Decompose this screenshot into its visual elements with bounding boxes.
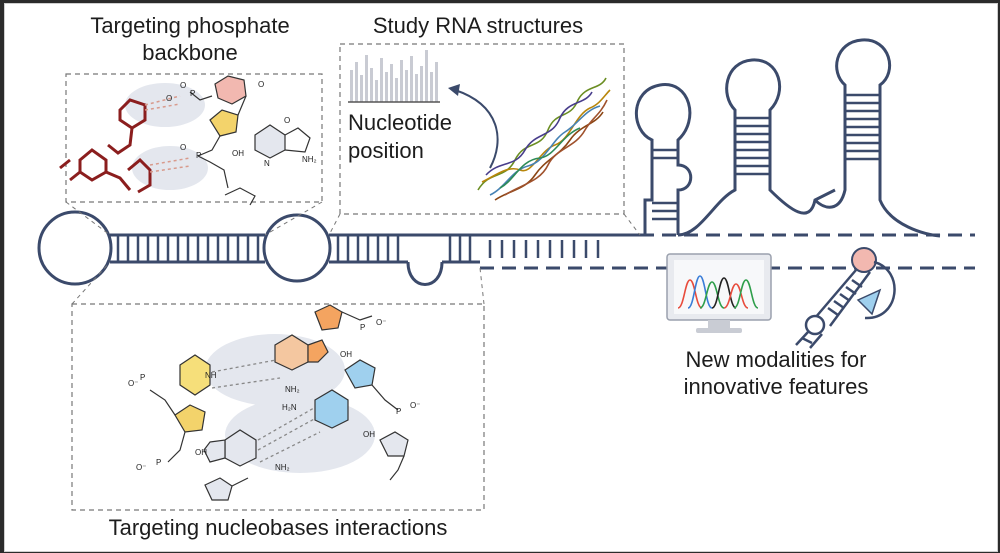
modalities-line1: New modalities for [686, 347, 867, 372]
chem-label: O⁻ [376, 318, 386, 327]
phosphate-box [65, 73, 323, 203]
chem-label: O [180, 81, 186, 90]
structures-panel: Study RNA structures Nucleotide position [328, 13, 641, 236]
triangle-ligand-icon [856, 288, 882, 316]
modified-rna-icon [795, 247, 896, 349]
chem-label: O [284, 116, 290, 125]
chem-label: H₂N [282, 403, 297, 412]
chem-label: P [196, 151, 201, 160]
chem-label: P [190, 89, 195, 98]
nucleobases-title: Targeting nucleobases interactions [109, 515, 448, 540]
chem-label: P [360, 323, 365, 332]
chem-label: O [166, 94, 172, 103]
left-loop [37, 210, 113, 286]
nucleobases-panel: Targeting nucleobases interactions [71, 261, 485, 540]
rna-3d-structure [477, 77, 611, 201]
phosphate-title-line2: backbone [142, 40, 237, 65]
structures-axis-line1: Nucleotide [348, 110, 452, 135]
bulge-loop [406, 261, 444, 286]
chem-label: O⁻ [136, 463, 146, 472]
chem-label: NH₂ [285, 385, 300, 394]
chem-label: OH [363, 430, 375, 439]
chromatogram-icon [677, 275, 759, 309]
chem-label: P [156, 458, 161, 467]
chem-label: O⁻ [128, 379, 138, 388]
chem-label: O [258, 80, 264, 89]
chem-label: O⁻ [410, 401, 420, 410]
chem-label: P [140, 373, 145, 382]
chem-label: NH [205, 371, 217, 380]
chem-label: O [180, 143, 186, 152]
chem-label: OH [340, 350, 352, 359]
hairpin-1 [635, 83, 693, 237]
internal-loop [262, 213, 332, 283]
chem-label: NH₂ [275, 463, 290, 472]
reactivity-bars [350, 50, 438, 102]
hairpin-3 [813, 38, 941, 238]
structures-axis-line2: position [348, 138, 424, 163]
modalities-line2: innovative features [684, 374, 869, 399]
hairpin-2 [677, 58, 836, 237]
modalities-panel: New modalities for innovative features [666, 247, 896, 399]
arrow-head-icon [448, 84, 460, 96]
ligand-molecule [59, 98, 152, 194]
nucleobases-box [71, 303, 485, 511]
chem-label: OH [232, 149, 244, 158]
chem-label: NH₂ [302, 155, 317, 164]
chem-label: P [396, 407, 401, 416]
phosphate-panel: Targeting phosphate backbone [59, 13, 323, 236]
arrow-to-profile [454, 89, 499, 169]
hydrogen-bonds [211, 359, 321, 463]
structures-title: Study RNA structures [373, 13, 583, 38]
hydrogen-bonds [144, 95, 191, 173]
phosphate-title-line1: Targeting phosphate [90, 13, 289, 38]
phosphate-backbone [189, 75, 311, 206]
base-pair-chemistry [149, 304, 409, 501]
chem-label: N [264, 159, 270, 168]
chem-label: OH [195, 448, 207, 457]
structures-box [339, 43, 625, 215]
